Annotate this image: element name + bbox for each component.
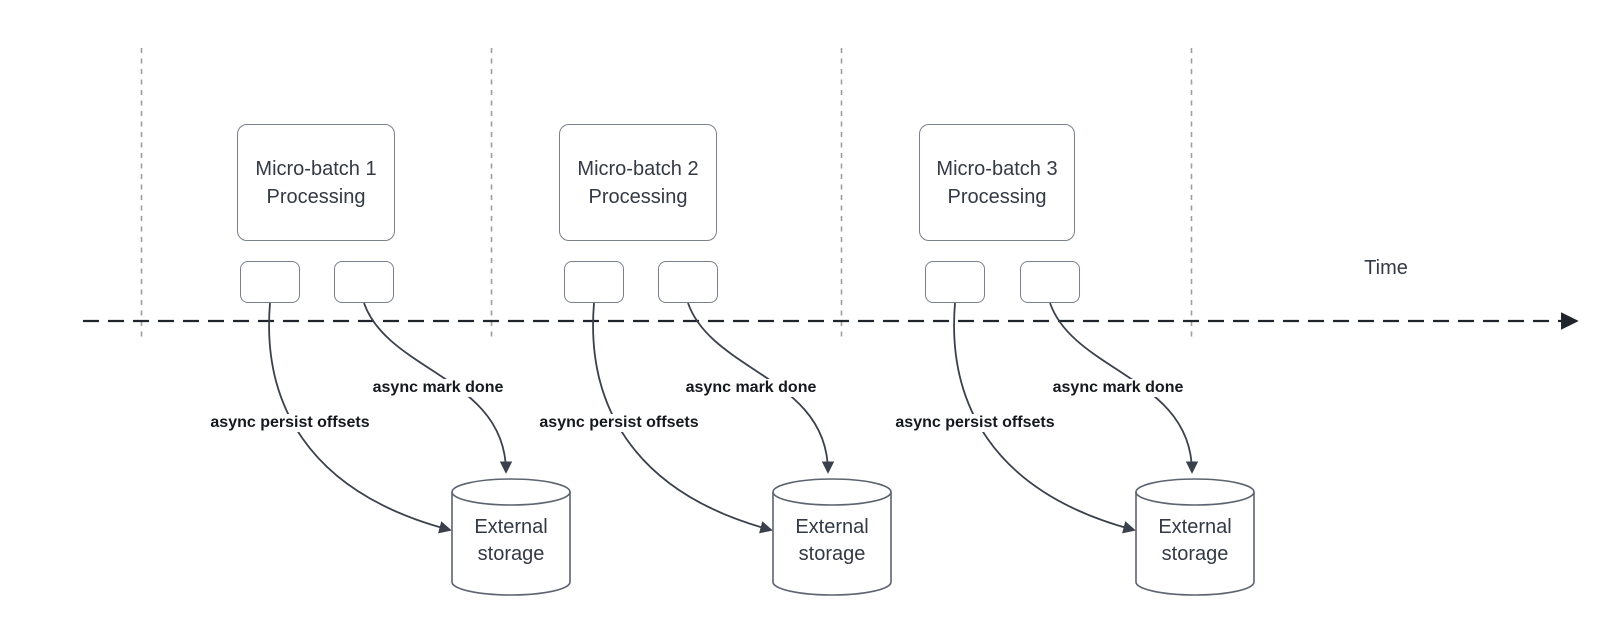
mark-done-arrow-1: [363, 302, 513, 474]
microbatch-1-processing-label: Micro-batch 1 Processing: [255, 157, 377, 208]
mark-done-label-1: async mark done: [369, 379, 507, 397]
persist-offsets-label-1: async persist offsets: [207, 414, 373, 432]
microbatch-3-processing-label: Micro-batch 3 Processing: [936, 157, 1058, 208]
storage-cylinder-2: [772, 478, 892, 596]
mark-done-arrow-2: [687, 302, 835, 474]
offset-task-box-3: [925, 261, 985, 303]
offset-task-box-1: [240, 261, 300, 303]
microbatch-2-processing-label: Micro-batch 2 Processing: [577, 157, 699, 208]
microbatch-2-processing-box: Micro-batch 2 Processing: [559, 124, 717, 241]
storage-cylinder-3: [1135, 478, 1255, 596]
persist-offsets-arrow-2: [592, 302, 773, 534]
external-storage-label-3: External storage: [1158, 516, 1232, 565]
microbatch-3-processing-box: Micro-batch 3 Processing: [919, 124, 1075, 241]
storage-cylinder-1: [451, 478, 571, 596]
mark-task-box-2: [658, 261, 718, 303]
persist-offsets-arrow-1: [268, 302, 452, 534]
microbatch-1-processing-box: Micro-batch 1 Processing: [237, 124, 395, 241]
external-storage-label-1: External storage: [474, 516, 548, 565]
offset-task-box-2: [564, 261, 624, 303]
external-storage-label-2: External storage: [795, 516, 869, 565]
time-axis-label: Time: [1364, 257, 1408, 279]
mark-task-box-3: [1020, 261, 1080, 303]
mark-task-box-1: [334, 261, 394, 303]
persist-offsets-label-2: async persist offsets: [536, 414, 702, 432]
mark-done-label-3: async mark done: [1049, 379, 1187, 397]
mark-done-label-2: async mark done: [682, 379, 820, 397]
mark-done-arrow-3: [1049, 302, 1199, 474]
persist-offsets-label-3: async persist offsets: [892, 414, 1058, 432]
persist-offsets-arrow-3: [953, 302, 1136, 534]
